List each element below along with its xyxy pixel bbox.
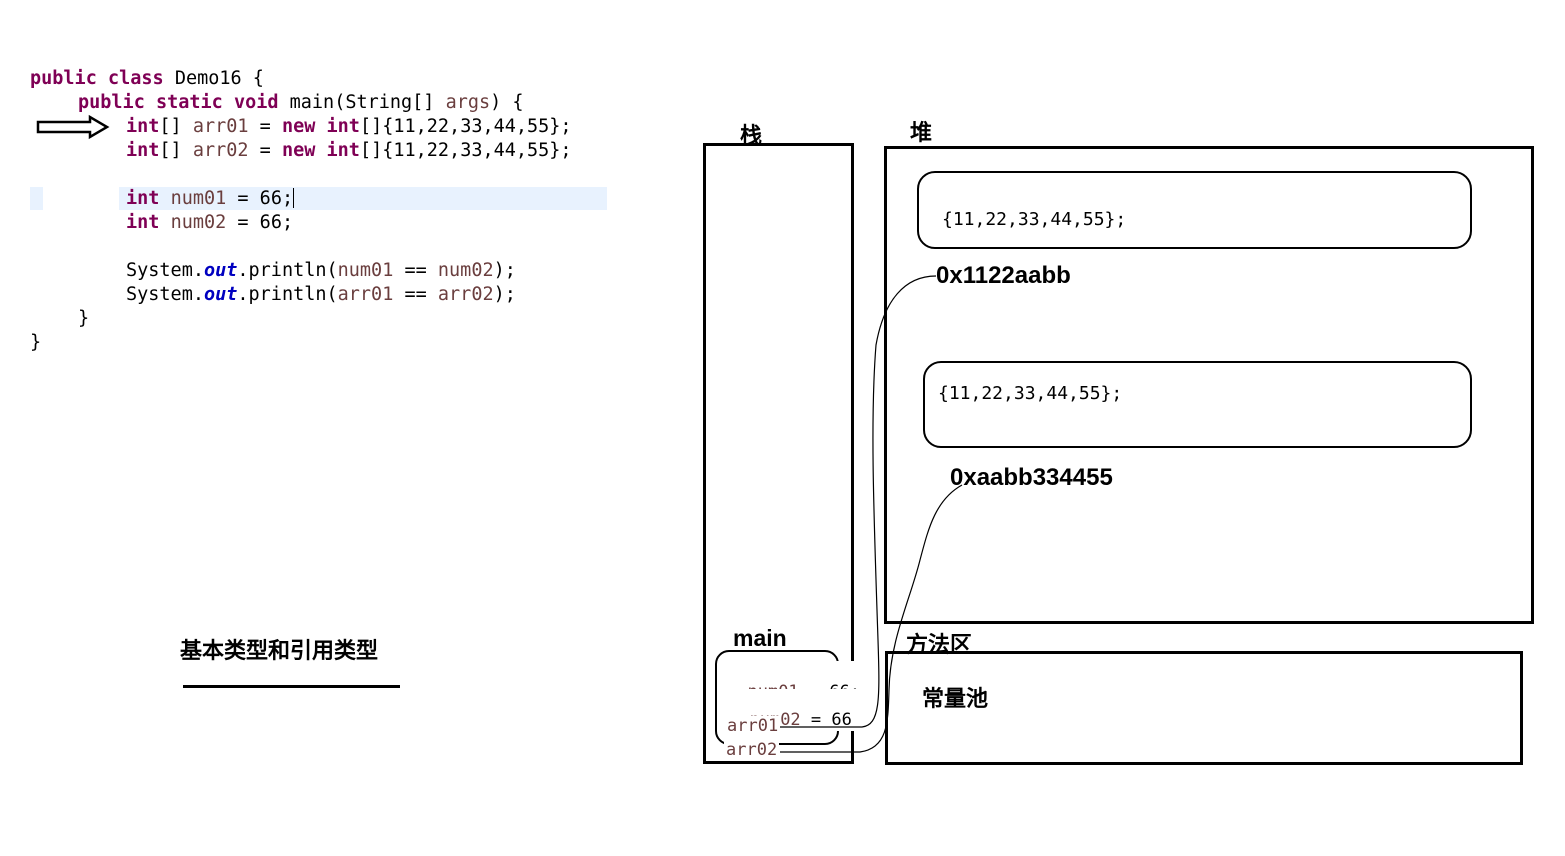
- code-text: []: [159, 116, 193, 137]
- code-text: []{11,22,33,44,55};: [359, 116, 572, 137]
- static-field: out: [203, 284, 238, 305]
- keyword: int: [126, 188, 160, 209]
- heap-array-1-box: [917, 171, 1472, 249]
- code-line-3: int[] arr01 = new int[]{11,22,33,44,55};: [126, 115, 572, 139]
- variable: arr01: [192, 116, 249, 137]
- code-editor[interactable]: public class Demo16 { public static void…: [0, 0, 1565, 456]
- keyword: void: [233, 92, 279, 113]
- variable: num02: [437, 260, 494, 281]
- heap-array-2-box: [923, 361, 1472, 448]
- keyword: new: [281, 116, 316, 137]
- code-text: []{11,22,33,44,55};: [359, 140, 572, 161]
- stack-var-arr02: arr02: [724, 740, 780, 760]
- stack-var-arr01: arr01: [725, 716, 781, 736]
- keyword: static: [155, 92, 223, 113]
- code-text: = 66;: [226, 188, 294, 209]
- stack-var-eq: =: [800, 710, 832, 730]
- main-frame-label: main: [733, 625, 787, 651]
- current-line-highlight: [119, 187, 607, 210]
- code-text: System.: [126, 284, 204, 305]
- heap-label: 堆: [910, 120, 933, 145]
- code-line-12: }: [30, 332, 42, 353]
- variable: num02: [170, 212, 227, 233]
- code-text: main(String[]: [289, 92, 446, 113]
- stack-var-value: 66: [831, 710, 852, 730]
- code-text: );: [493, 260, 516, 281]
- variable: arr02: [192, 140, 249, 161]
- code-text: .println(: [237, 260, 338, 281]
- keyword: int: [126, 140, 160, 161]
- heap-array-2-value: {11,22,33,44,55};: [938, 383, 1123, 404]
- variable: arr01: [337, 284, 394, 305]
- text-cursor: [293, 188, 295, 208]
- code-text: ==: [393, 260, 438, 281]
- code-text: );: [493, 284, 516, 305]
- keyword: public: [30, 68, 97, 89]
- keyword: int: [126, 212, 160, 233]
- heap-array-1-value: {11,22,33,44,55};: [942, 209, 1127, 230]
- class-name: Demo16 {: [174, 68, 264, 89]
- code-line-2: public static void main(String[] args) {: [78, 91, 524, 115]
- code-line-4: int[] arr02 = new int[]{11,22,33,44,55};: [126, 139, 572, 163]
- caption-underline: [183, 685, 400, 688]
- stack-label: 栈: [740, 123, 763, 148]
- code-line-6: int num01 = 66;: [126, 187, 295, 211]
- code-text: ) {: [490, 92, 524, 113]
- constant-pool-label: 常量池: [922, 686, 989, 711]
- code-text: []: [159, 140, 193, 161]
- code-line-10: System.out.println(arr01 == arr02);: [126, 283, 516, 307]
- heap-address-1: 0x1122aabb: [936, 262, 1071, 289]
- variable: num01: [170, 188, 227, 209]
- static-field: out: [203, 260, 238, 281]
- diagram-caption: 基本类型和引用类型: [180, 638, 379, 663]
- code-line-1: public class Demo16 {: [30, 67, 264, 91]
- variable: num01: [337, 260, 394, 281]
- keyword: int: [326, 116, 360, 137]
- keyword: new: [281, 140, 316, 161]
- code-text: =: [248, 140, 282, 161]
- variable: arr02: [437, 284, 494, 305]
- code-text: ==: [393, 284, 438, 305]
- code-text: .println(: [237, 284, 338, 305]
- code-line-7: int num02 = 66;: [126, 211, 293, 235]
- code-line-11: }: [78, 308, 90, 329]
- code-line-9: System.out.println(num01 == num02);: [126, 259, 516, 283]
- keyword: public: [78, 92, 145, 113]
- code-text: =: [248, 116, 282, 137]
- keyword: class: [107, 68, 164, 89]
- heap-address-2: 0xaabb334455: [950, 464, 1113, 491]
- current-line-gutter-highlight: [30, 187, 43, 210]
- code-text: = 66;: [226, 212, 294, 233]
- keyword: int: [326, 140, 360, 161]
- keyword: int: [126, 116, 160, 137]
- code-text: System.: [126, 260, 204, 281]
- variable: args: [445, 92, 491, 113]
